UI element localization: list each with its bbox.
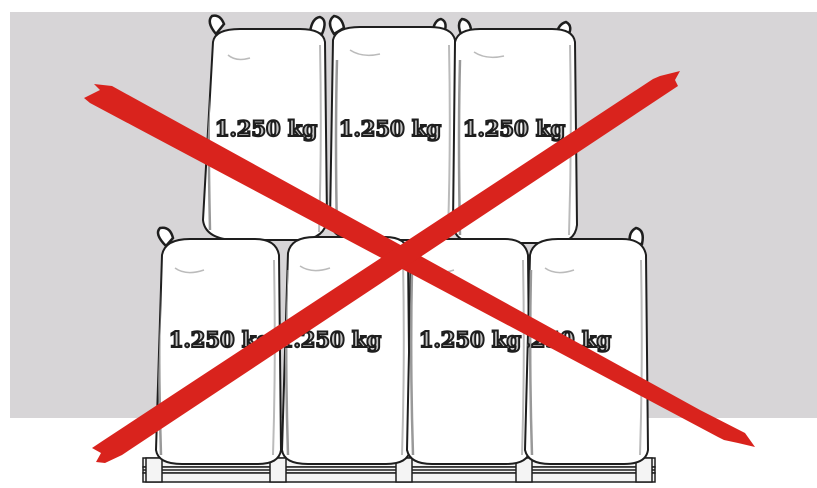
bag-top-2: 1.250 kg <box>330 16 455 240</box>
bag-weight-label: 1.250 kg <box>339 116 442 141</box>
bag-weight-label: 1.250 kg <box>419 327 522 352</box>
top-row-bags: 1.250 kg 1.250 kg 1.250 kg <box>203 16 577 243</box>
bag-weight-label: 1.250 kg <box>215 116 318 141</box>
bag-weight-label: 1.250 kg <box>463 116 566 141</box>
